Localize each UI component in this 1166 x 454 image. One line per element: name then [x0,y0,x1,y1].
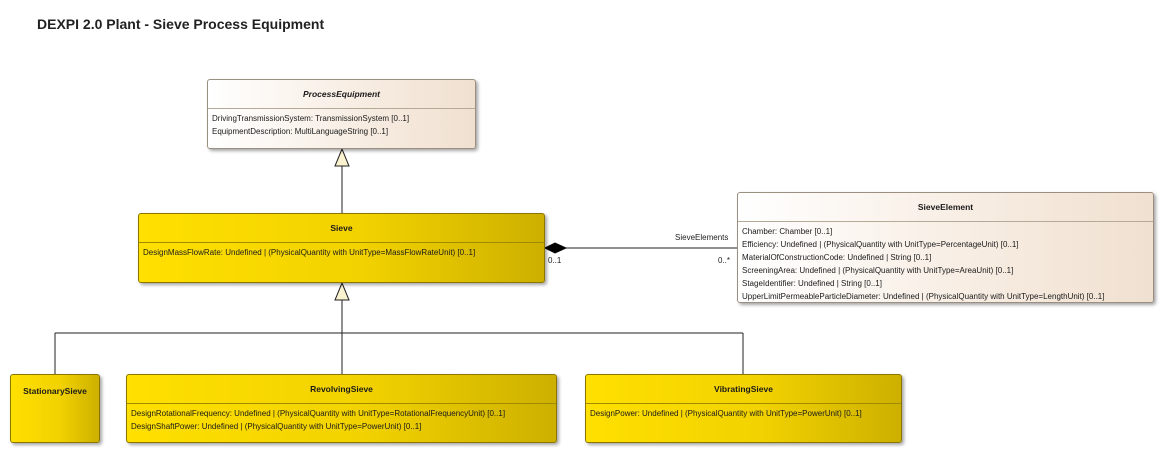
diagram-title: DEXPI 2.0 Plant - Sieve Process Equipmen… [37,16,325,32]
attribute: UpperLimitPermeableParticleDiameter: Und… [742,292,1105,301]
class-name: VibratingSieve [714,384,773,394]
generalization-arrow-process-equipment [334,147,350,167]
source-multiplicity-label: 0..1 [548,256,562,265]
attribute: DesignShaftPower: Undefined | (PhysicalQ… [131,422,422,431]
class-name: StationarySieve [23,386,87,396]
attribute: DrivingTransmissionSystem: TransmissionS… [212,114,410,123]
attribute: DesignMassFlowRate: Undefined | (Physica… [143,248,476,257]
composition-diamond [543,242,568,254]
attribute: MaterialOfConstructionCode: Undefined | … [742,253,932,262]
generalization-arrow-sieve [334,281,350,301]
attribute-list: DesignRotationalFrequency: Undefined | (… [127,403,556,433]
attribute-list: DesignPower: Undefined | (PhysicalQuanti… [586,403,901,420]
attribute: DesignRotationalFrequency: Undefined | (… [131,409,506,418]
class-revolving-sieve[interactable]: RevolvingSieve DesignRotationalFrequency… [126,374,557,443]
class-vibrating-sieve[interactable]: VibratingSieve DesignPower: Undefined | … [585,374,902,443]
class-name: ProcessEquipment [303,89,380,99]
association-role-label: SieveElements [675,233,729,242]
class-process-equipment[interactable]: ProcessEquipment DrivingTransmissionSyst… [207,79,476,149]
attribute: ScreeningArea: Undefined | (PhysicalQuan… [742,266,1014,275]
target-multiplicity-label: 0..* [718,256,731,265]
attribute: Efficiency: Undefined | (PhysicalQuantit… [742,240,1019,249]
attribute: StageIdentifier: Undefined | String [0..… [742,279,882,288]
attribute: DesignPower: Undefined | (PhysicalQuanti… [590,409,862,418]
class-sieve-element[interactable]: SieveElement Chamber: Chamber [0..1] Eff… [737,192,1154,303]
attribute-list: Chamber: Chamber [0..1] Efficiency: Unde… [738,221,1153,302]
class-name: SieveElement [917,202,974,212]
attribute-list: DesignMassFlowRate: Undefined | (Physica… [139,242,544,259]
class-name: Sieve [330,223,353,233]
class-sieve[interactable]: Sieve DesignMassFlowRate: Undefined | (P… [138,213,545,283]
class-name: RevolvingSieve [310,384,373,394]
attribute: Chamber: Chamber [0..1] [742,227,833,236]
attribute: EquipmentDescription: MultiLanguageStrin… [212,127,389,136]
attribute-list: DrivingTransmissionSystem: TransmissionS… [208,108,475,138]
class-stationary-sieve[interactable]: StationarySieve [10,374,100,443]
